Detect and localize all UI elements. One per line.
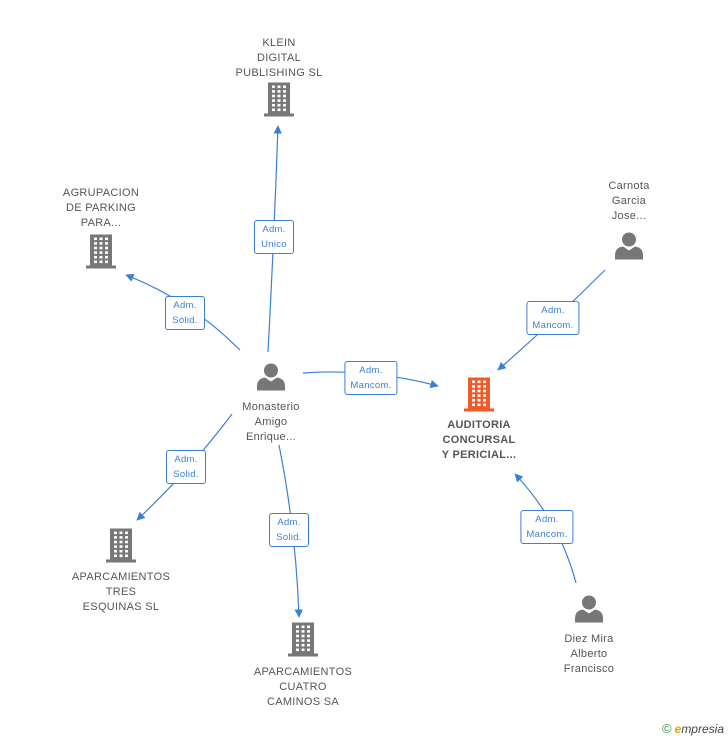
building-icon[interactable] (106, 528, 136, 568)
edge-label-line: Solid. (276, 532, 302, 543)
copyright-symbol: © (662, 721, 672, 736)
node-label-carnota[interactable]: Carnota Garcia Jose... (608, 180, 650, 222)
edge-label-line: Mancom. (532, 320, 574, 331)
building-icon[interactable] (86, 234, 116, 274)
node-label-agrupacion[interactable]: AGRUPACION DE PARKING PARA... (62, 187, 140, 229)
building-icon[interactable] (464, 377, 494, 417)
person-icon[interactable] (257, 363, 285, 396)
edge-label-line: Mancom. (526, 529, 568, 540)
person-icon[interactable] (615, 232, 643, 265)
node-label-klein[interactable]: KLEIN DIGITAL PUBLISHING SL (235, 37, 323, 79)
edge-label-line: Adm. (262, 224, 286, 235)
node-label-tres[interactable]: APARCAMIENTOS TRES ESQUINAS SL (71, 571, 171, 613)
edge-label-carnota-auditoria[interactable]: Adm. Mancom. (526, 301, 580, 335)
edge-label-line: Adm. (174, 454, 198, 465)
brand-logo-letter: e (674, 722, 682, 736)
edge-label-monasterio-cuatro[interactable]: Adm. Solid. (269, 513, 309, 547)
brand-logo-text: mpresia (681, 722, 724, 736)
edge-label-line: Mancom. (350, 380, 392, 391)
building-icon[interactable] (264, 82, 294, 122)
building-icon[interactable] (288, 622, 318, 662)
edge-label-line: Adm. (359, 365, 383, 376)
edge-label-line: Unico (261, 239, 287, 250)
node-label-cuatro[interactable]: APARCAMIENTOS CUATRO CAMINOS SA (253, 666, 353, 708)
edge-label-line: Solid. (172, 315, 198, 326)
edge-label-monasterio-auditoria[interactable]: Adm. Mancom. (344, 361, 398, 395)
node-label-diez[interactable]: Diez Mira Alberto Francisco (563, 633, 615, 675)
edge-label-line: Adm. (277, 517, 301, 528)
edge-label-monasterio-klein[interactable]: Adm. Unico (254, 220, 294, 254)
node-label-auditoria[interactable]: AUDITORIA CONCURSAL Y PERICIAL... (441, 419, 517, 461)
node-label-monasterio[interactable]: Monasterio Amigo Enrique... (242, 401, 300, 443)
edge-label-diez-auditoria[interactable]: Adm. Mancom. (520, 510, 574, 544)
edge-label-line: Adm. (535, 514, 559, 525)
edge-label-monasterio-tres[interactable]: Adm. Solid. (166, 450, 206, 484)
edge-label-monasterio-agrupacion[interactable]: Adm. Solid. (165, 296, 205, 330)
edge-label-line: Adm. (541, 305, 565, 316)
person-icon[interactable] (575, 595, 603, 628)
footer-brand[interactable]: ©empresia (662, 721, 724, 736)
edge-label-line: Solid. (173, 469, 199, 480)
edge-label-line: Adm. (173, 300, 197, 311)
